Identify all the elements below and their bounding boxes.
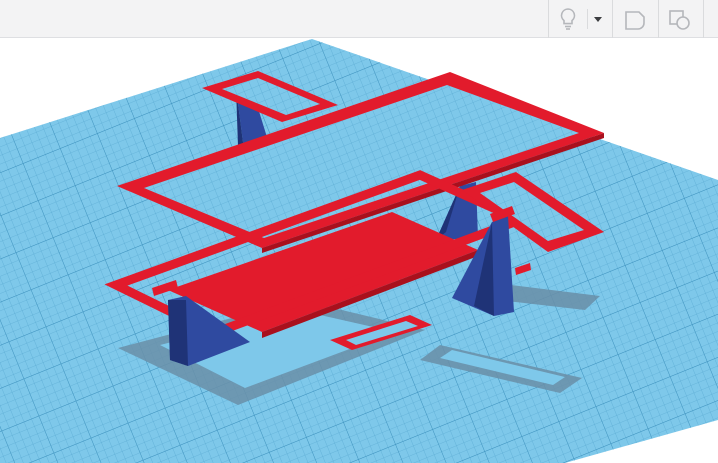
ungroup-icon[interactable]: [664, 4, 694, 34]
support-front-right[interactable]: [452, 216, 514, 316]
base-plate[interactable]: [168, 212, 478, 338]
design-viewport[interactable]: [0, 39, 718, 463]
upper-frame[interactable]: [117, 72, 604, 253]
top-toolbar: [0, 0, 718, 38]
connector-pieces: [152, 206, 531, 296]
right-tab-frame[interactable]: [462, 172, 604, 252]
lightbulb-icon[interactable]: [553, 4, 583, 34]
model-shadow-cutouts: [160, 310, 565, 388]
top-tab-frame[interactable]: [202, 71, 338, 122]
toolbar-divider: [703, 0, 704, 38]
toolbar-divider: [612, 0, 613, 38]
support-front-left[interactable]: [168, 296, 250, 366]
toolbar-divider: [658, 0, 659, 38]
group-icon[interactable]: [620, 4, 650, 34]
front-tab-frame[interactable]: [330, 315, 432, 350]
caret-down-icon[interactable]: [590, 4, 606, 34]
toolbar-divider: [548, 0, 549, 38]
scene-canvas: [0, 39, 718, 463]
toolbar-divider: [587, 9, 588, 29]
